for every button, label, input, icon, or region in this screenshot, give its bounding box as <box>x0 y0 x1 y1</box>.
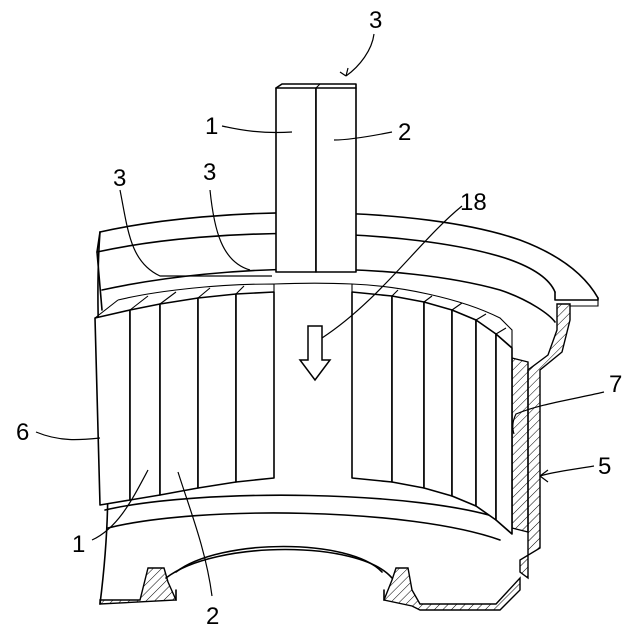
label-bottom-seg-right: 2 <box>206 603 219 630</box>
label-top-seg-left: 1 <box>205 113 218 140</box>
label-arrow: 18 <box>460 189 487 216</box>
segment-ring-right <box>352 284 512 534</box>
label-rim: 7 <box>609 371 622 398</box>
down-arrow-18 <box>300 326 330 380</box>
rim-7 <box>512 358 528 532</box>
label-ring-right: 3 <box>203 159 216 186</box>
label-outer: 6 <box>16 419 29 446</box>
label-ring-left: 3 <box>113 165 126 192</box>
label-bottom-seg-left: 1 <box>72 531 85 558</box>
label-top-group: 3 <box>369 7 382 34</box>
segment-block-3 <box>276 84 356 272</box>
segment-ring-left <box>95 284 274 505</box>
housing-bottom <box>100 495 520 610</box>
housing-right-wall <box>520 300 598 578</box>
label-top-seg-right: 2 <box>398 119 411 146</box>
label-housing: 5 <box>598 453 611 480</box>
ring-back-edge <box>274 283 352 284</box>
